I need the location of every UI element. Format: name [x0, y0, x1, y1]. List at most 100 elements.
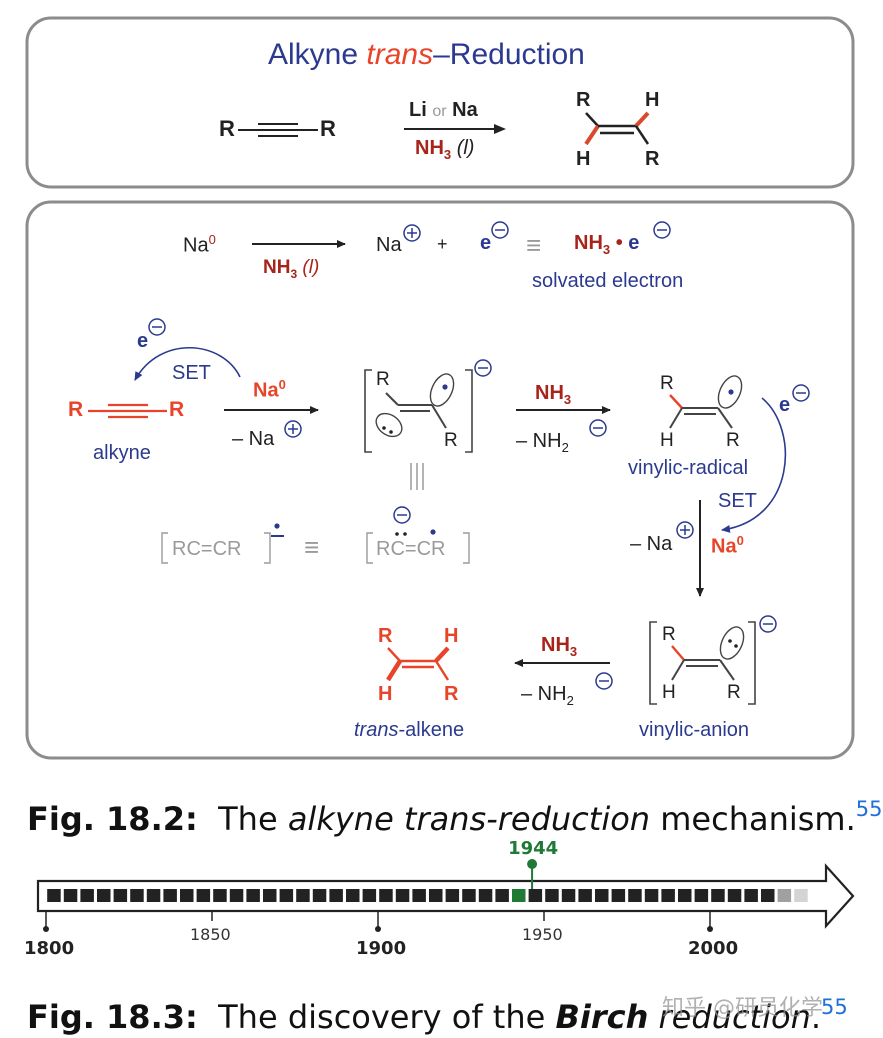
- watermark: 知乎 @研员化学: [662, 996, 823, 1021]
- timeline-block: [296, 889, 310, 902]
- timeline-tick-label: 1900: [356, 938, 407, 959]
- timeline-tick-label: 1800: [24, 938, 75, 959]
- top-title: Alkyne trans–Reduction: [268, 38, 585, 71]
- timeline-block: [180, 889, 194, 902]
- step1-minus-na: – Na: [232, 428, 275, 450]
- trans-product-r-tl: R: [378, 625, 393, 647]
- timeline-block: [644, 889, 659, 902]
- vinyl-anion-label: vinylic-anion: [639, 719, 750, 741]
- step3-minus-na: – Na: [630, 533, 673, 555]
- timeline-block: [130, 889, 144, 902]
- radical-anion-r2: R: [444, 430, 458, 451]
- vinyl-anion-h: H: [662, 682, 676, 703]
- set-arrow-right: [721, 397, 787, 533]
- timeline-arrow: [36, 863, 855, 929]
- top-arrowhead: [494, 124, 506, 134]
- alkyne-r2: R: [169, 398, 185, 421]
- vinyl-anion-r1: R: [662, 624, 676, 645]
- top-reactant-r2: R: [320, 116, 336, 141]
- top-wedge-right: [634, 111, 650, 128]
- top-reactant-r1: R: [219, 116, 235, 141]
- solvated-electron-formula: NH3 • e: [574, 232, 640, 257]
- timeline-block: [578, 889, 592, 902]
- minus-charge-circle-2: [653, 221, 671, 239]
- timeline-block: [628, 889, 642, 902]
- timeline-block: [727, 889, 742, 902]
- top-product-h-bl: H: [576, 148, 591, 170]
- timeline-tick-dot: [707, 926, 713, 932]
- set-label-1: SET: [172, 362, 211, 384]
- step2-minus-nh2: – NH2: [516, 430, 569, 455]
- timeline-tick-label: 2000: [688, 938, 739, 959]
- timeline-block: [462, 889, 476, 902]
- vinyl-radical-h: H: [660, 430, 674, 451]
- timeline-tick-label: 1950: [522, 925, 563, 944]
- timeline-block: [611, 889, 626, 902]
- gray-radical-anion-right: RC=CR: [376, 538, 446, 560]
- timeline-block: [163, 889, 177, 902]
- vinyl-radical-r1: R: [660, 373, 674, 394]
- plus-sign: +: [437, 234, 448, 254]
- timeline-block: [595, 889, 609, 902]
- timeline-tick-dot: [375, 926, 381, 932]
- top-product-h-tr: H: [645, 89, 660, 111]
- trans-product-h-bl: H: [378, 683, 393, 705]
- step4-minus-nh2: – NH2: [521, 683, 574, 708]
- equiv-sign: ≡: [526, 230, 542, 260]
- fig-18-3-caption: Fig. 18.3: The discovery of the Birch re…: [27, 995, 848, 1036]
- top-panel-frame: [25, 16, 855, 189]
- set-label-2: SET: [718, 490, 757, 512]
- timeline-block: [362, 889, 377, 902]
- timeline-block: [379, 889, 393, 902]
- timeline-block: [478, 889, 493, 902]
- timeline-block: [777, 889, 792, 902]
- timeline-block: [229, 889, 244, 902]
- timeline-block: [528, 889, 543, 902]
- nh3-solvent-label: NH3 (l): [263, 257, 320, 281]
- timeline-block: [146, 889, 161, 902]
- timeline-block: [213, 889, 227, 902]
- mechanism-panel-frame: [25, 200, 855, 760]
- alkyne-r1: R: [68, 398, 84, 421]
- timeline-block: [312, 889, 327, 902]
- timeline-block: [711, 889, 725, 902]
- timeline-block: [346, 889, 360, 902]
- timeline-block: [445, 889, 460, 902]
- alkyne-label: alkyne: [93, 442, 151, 464]
- step1-na0: Na0: [253, 377, 286, 402]
- timeline-block: [395, 889, 410, 902]
- top-wedge-left: [584, 124, 600, 146]
- na0-reactant: Na0: [183, 232, 216, 257]
- timeline-tick-dot: [43, 926, 49, 932]
- timeline-block: [412, 889, 426, 902]
- plus-charge-circle: [403, 224, 421, 242]
- step2-nh3: NH3: [535, 382, 572, 407]
- timeline-block: [744, 889, 758, 902]
- timeline-block: [694, 889, 709, 902]
- electron: e: [480, 232, 492, 254]
- trans-product-h-tr: H: [444, 625, 459, 647]
- timeline-block: [246, 889, 260, 902]
- na-cation: Na: [376, 234, 402, 256]
- timeline-block: [80, 889, 94, 902]
- timeline-block: [279, 889, 294, 902]
- vinyl-anion-r2: R: [727, 682, 741, 703]
- timeline-block: [263, 889, 277, 902]
- timeline-block: [495, 889, 509, 902]
- timeline-block: [97, 889, 111, 902]
- step4-nh3: NH3: [541, 634, 578, 659]
- timeline-block: [561, 889, 576, 902]
- set-arrow-left: [134, 347, 241, 381]
- top-product-r-br: R: [645, 148, 660, 170]
- top-product-r-tl: R: [576, 89, 591, 111]
- timeline-block: [545, 889, 559, 902]
- minus-charge-circle: [491, 221, 509, 239]
- top-reagent: Li or Na: [409, 99, 478, 121]
- timeline-tick-label: 1850: [190, 925, 231, 944]
- timeline-block: [63, 889, 78, 902]
- top-solvent: NH3 (l): [415, 137, 475, 162]
- vinyl-radical-r2: R: [726, 430, 740, 451]
